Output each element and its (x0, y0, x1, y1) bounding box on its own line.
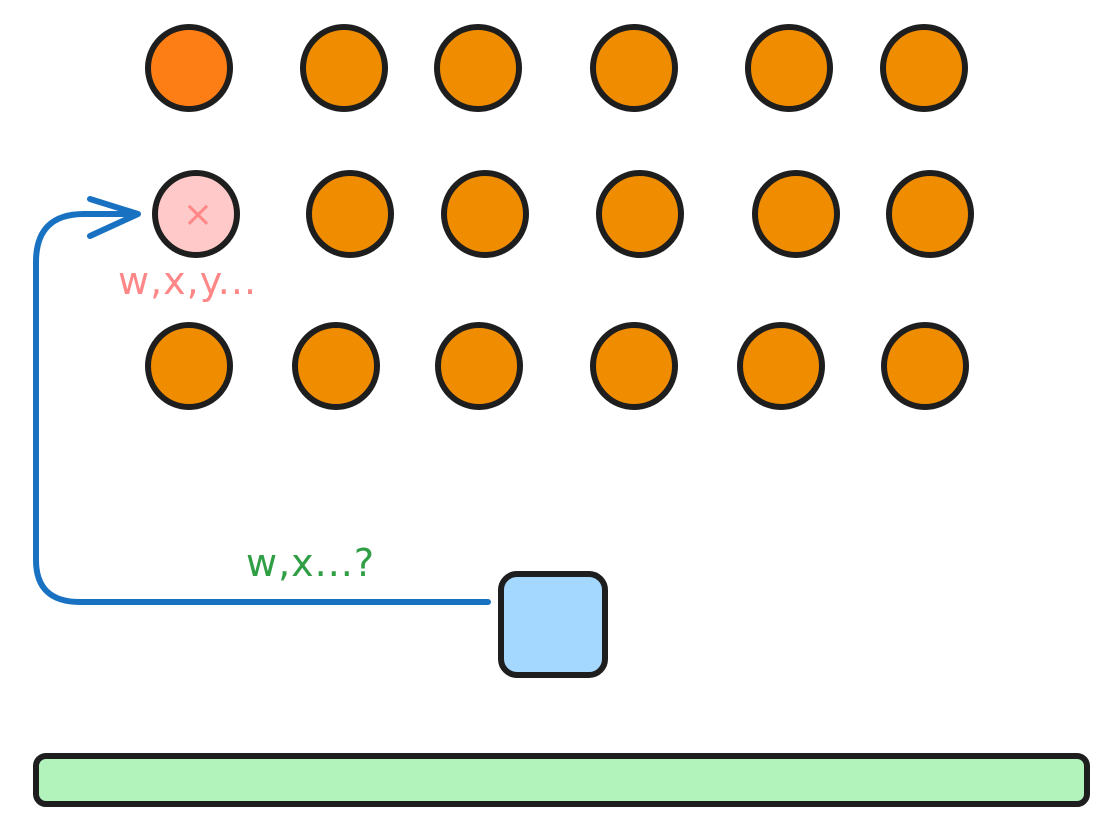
dot-grid (145, 24, 974, 410)
orange-dot (886, 170, 974, 258)
orange-dot (292, 322, 380, 410)
arrow-right-icon (33, 196, 491, 605)
orange-dot (145, 24, 233, 112)
player-block (498, 571, 608, 678)
orange-dot (880, 24, 968, 112)
target-dot: × (152, 170, 240, 258)
player-params-label: w,x...? (246, 541, 375, 585)
orange-dot (590, 322, 678, 410)
orange-dot (435, 322, 523, 410)
floor-bar (33, 753, 1090, 807)
target-params-label: w,x,y... (118, 259, 257, 303)
orange-dot (881, 322, 969, 410)
orange-dot (590, 24, 678, 112)
orange-dot (441, 170, 529, 258)
orange-dot (434, 24, 522, 112)
orange-dot (596, 170, 684, 258)
orange-dot (745, 24, 833, 112)
x-mark-icon: × (183, 194, 213, 235)
orange-dot (306, 170, 394, 258)
orange-dot (300, 24, 388, 112)
orange-dot (145, 322, 233, 410)
orange-dot (737, 322, 825, 410)
orange-dot (752, 170, 840, 258)
